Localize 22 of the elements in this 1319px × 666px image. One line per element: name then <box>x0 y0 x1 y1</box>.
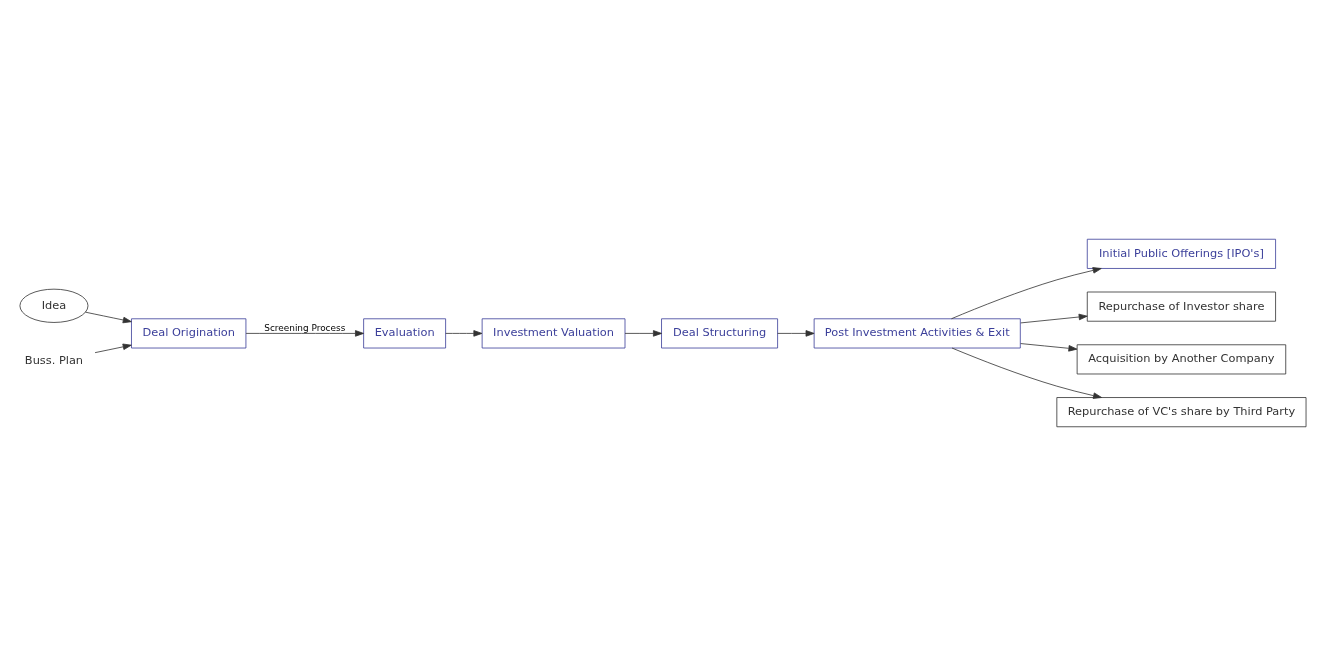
arrow <box>84 311 132 324</box>
arrow <box>1020 313 1088 324</box>
node-box: Deal Origination <box>131 318 247 349</box>
node-box: Evaluation <box>363 318 446 349</box>
arrow <box>951 347 1102 399</box>
arrow <box>1020 343 1078 352</box>
node-box: Post Investment Activities & Exit <box>813 318 1021 349</box>
arrow <box>624 330 662 337</box>
arrow <box>951 267 1102 320</box>
node-box: Acquisition by Another Company <box>1076 344 1287 375</box>
node-box: Deal Structuring <box>661 318 778 349</box>
node-box: Investment Valuation <box>481 318 626 349</box>
node-box: Initial Public Offerings [IPO's] <box>1086 238 1276 269</box>
node-box: Repurchase of VC's share by Third Party <box>1056 397 1307 428</box>
node-box: Repurchase of Investor share <box>1086 291 1276 322</box>
node-ellipse: Idea <box>19 288 89 323</box>
arrow <box>245 330 364 337</box>
node-text: Buss. Plan <box>24 353 84 368</box>
edge-label: Screening Process <box>264 322 346 333</box>
arrow <box>445 330 483 337</box>
arrow <box>777 330 815 337</box>
arrow <box>94 343 132 354</box>
